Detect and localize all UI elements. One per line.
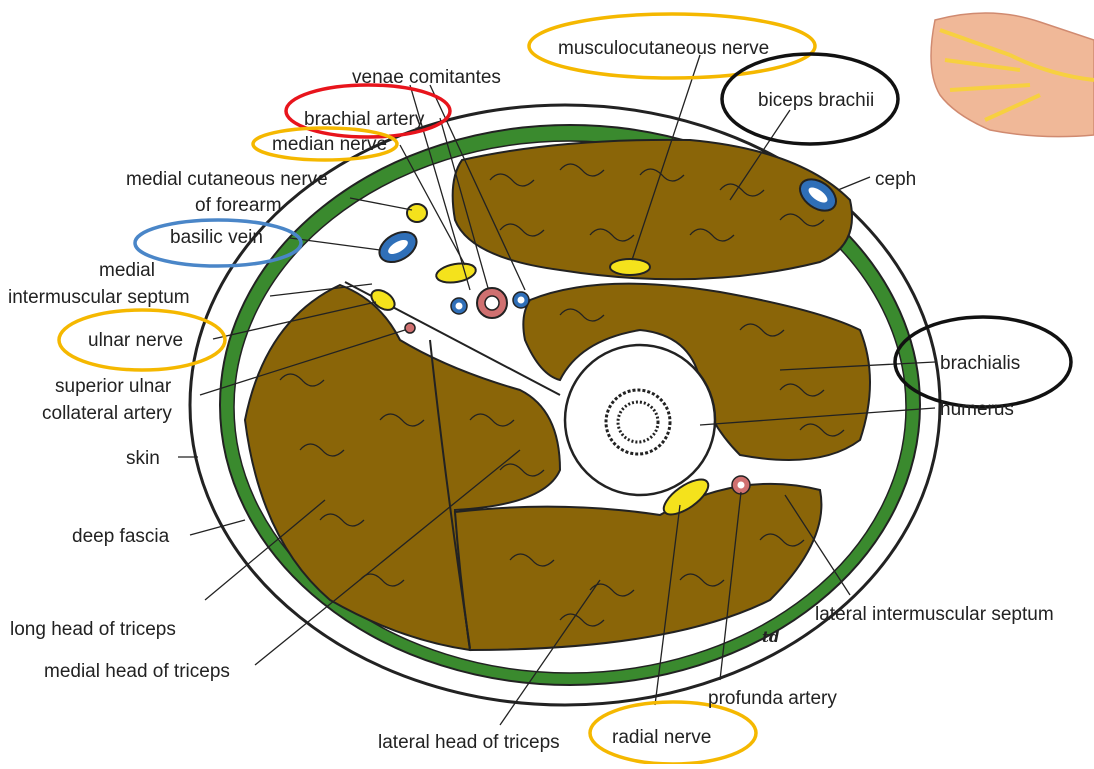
label-lateral-head: lateral head of triceps	[378, 732, 560, 753]
label-brachialis: brachialis	[940, 353, 1020, 374]
label-musculocutaneous-nerve: musculocutaneous nerve	[558, 38, 769, 59]
label-brachial-artery: brachial artery	[304, 109, 425, 130]
label-lateral-septum: lateral intermuscular septum	[815, 604, 1054, 625]
biceps-muscle	[453, 140, 852, 279]
label-ulnar-nerve: ulnar nerve	[88, 330, 183, 351]
hand-illustration-icon	[931, 13, 1094, 137]
label-radial-nerve: radial nerve	[612, 727, 711, 748]
label-medial-septum-2: intermuscular septum	[8, 287, 190, 308]
label-deep-fascia: deep fascia	[72, 526, 170, 547]
label-medial-septum-1: medial	[99, 260, 155, 281]
label-venae-comitantes: venae comitantes	[352, 67, 501, 88]
label-profunda-artery: profunda artery	[708, 688, 837, 709]
label-biceps-brachii: biceps brachii	[758, 90, 874, 111]
label-superior-ulnar-1: superior ulnar	[55, 376, 172, 397]
brachial-artery-lumen	[485, 296, 499, 310]
label-skin: skin	[126, 448, 160, 469]
profunda-artery-lumen	[738, 482, 745, 489]
label-humerus: humerus	[940, 399, 1014, 420]
medial-cutaneous-nerve	[407, 204, 427, 222]
vena-comitans-left-lumen	[456, 303, 463, 310]
label-superior-ulnar-2: collateral artery	[42, 403, 172, 424]
label-medial-cutaneous-2: of forearm	[195, 195, 282, 216]
humerus-marrow	[606, 390, 670, 454]
musculocutaneous-nerve	[610, 259, 650, 275]
label-median-nerve: median nerve	[272, 134, 387, 155]
label-basilic-vein: basilic vein	[170, 227, 263, 248]
label-cephalic: ceph	[875, 169, 916, 190]
label-medial-head: medial head of triceps	[44, 661, 230, 682]
label-long-head: long head of triceps	[10, 619, 176, 640]
superior-ulnar-artery-vessel	[405, 323, 415, 333]
vena-comitans-right-lumen	[518, 297, 525, 304]
label-medial-cutaneous-1: medial cutaneous nerve	[126, 169, 328, 190]
signature-mark: td	[762, 628, 780, 646]
